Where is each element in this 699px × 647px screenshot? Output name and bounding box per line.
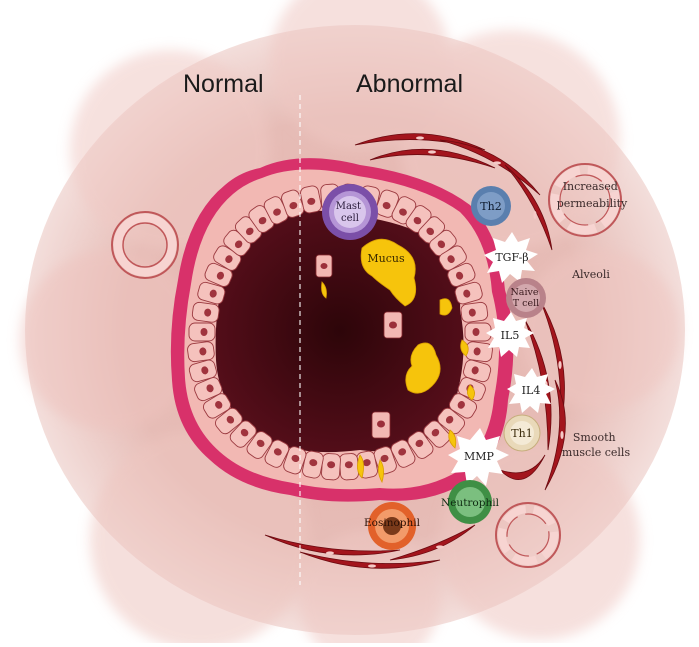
normal-heading: Normal [183, 70, 264, 99]
epithelial-cell [189, 323, 215, 341]
epithelial-cell [460, 302, 488, 323]
eosinophil-label: Eosinophil [364, 517, 421, 529]
th1-label: Th1 [511, 427, 532, 440]
tgf-beta-label: TGF-β [495, 251, 528, 264]
airway-lumen [216, 210, 464, 452]
epithelial-cell [465, 323, 491, 341]
alveoli-label: Alveoli [571, 268, 610, 281]
epithelial-cell [187, 341, 215, 362]
epithelial-cell [192, 302, 220, 323]
naive-t-cell-label: Naive T cell [510, 287, 541, 309]
epithelial-cell [465, 341, 493, 362]
abnormal-heading: Abnormal [356, 70, 463, 99]
il4-label: IL4 [522, 384, 541, 397]
mast-cell [322, 184, 378, 240]
neutrophil-label: Neutrophil [441, 497, 500, 509]
epithelial-cell [339, 453, 359, 480]
th2-label: Th2 [480, 200, 501, 213]
mmp-label: MMP [464, 450, 495, 463]
mucus-label: Mucus [367, 252, 405, 265]
il5-label: IL5 [501, 329, 520, 342]
epithelial-cell [321, 453, 341, 480]
